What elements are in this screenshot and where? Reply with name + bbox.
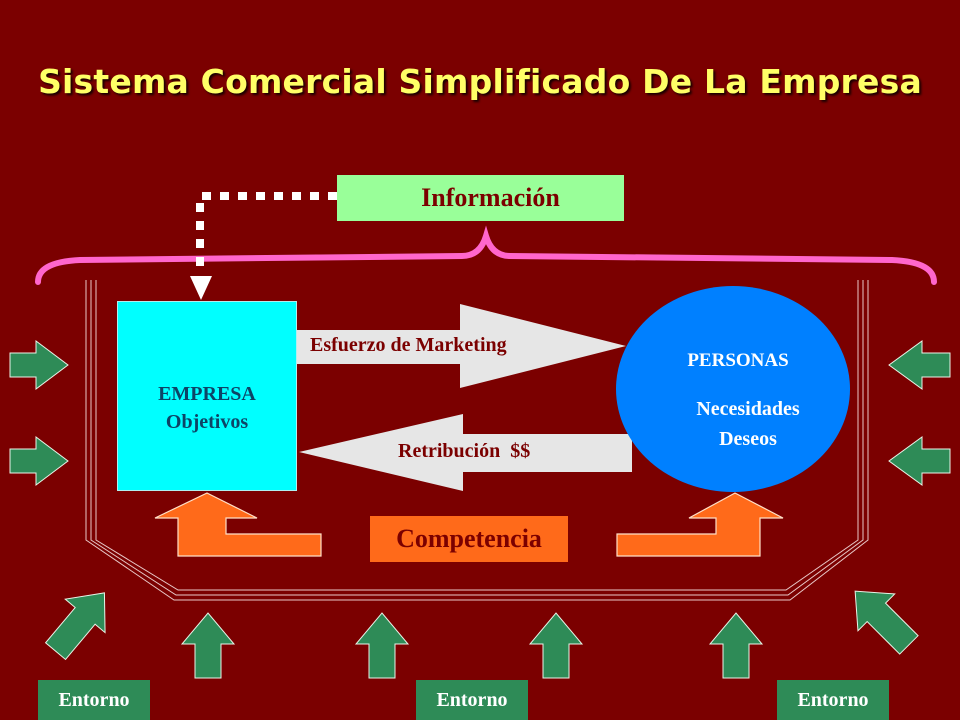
info-feedback-arrowhead xyxy=(190,276,212,300)
environment-arrow-bottom-1 xyxy=(180,612,236,679)
people-title: PERSONAS xyxy=(687,350,789,371)
environment-label-center: Entorno xyxy=(416,680,528,720)
information-box: Información xyxy=(337,175,624,221)
brace-shape xyxy=(35,225,937,285)
competition-arrow-left xyxy=(154,492,322,557)
environment-label-left: Entorno xyxy=(38,680,150,720)
environment-arrow-bottom-4 xyxy=(708,612,764,679)
company-title: EMPRESA xyxy=(158,383,256,405)
people-attributes: Necesidades Deseos xyxy=(668,394,828,454)
competition-arrow-right xyxy=(616,492,784,557)
environment-arrow-right-1 xyxy=(888,340,951,390)
payment-label: Retribución $$ xyxy=(398,440,531,462)
environment-label-right: Entorno xyxy=(777,680,889,720)
company-objectives: Objetivos xyxy=(165,411,249,433)
marketing-effort-label: Esfuerzo de Marketing xyxy=(310,334,507,356)
environment-arrow-diagonal-right xyxy=(854,590,919,655)
environment-arrow-bottom-2 xyxy=(354,612,410,679)
competition-box: Competencia xyxy=(370,516,568,562)
marketing-effort-arrow xyxy=(297,304,626,388)
environment-arrow-left-2 xyxy=(9,436,69,486)
system-boundary xyxy=(85,280,869,601)
company-box: EMPRESA Objetivos xyxy=(117,301,297,491)
competition-label: Competencia xyxy=(396,524,542,553)
payment-arrow xyxy=(299,414,632,491)
company-text: EMPRESA Objetivos xyxy=(118,380,296,436)
people-needs: Necesidades xyxy=(696,398,800,420)
environment-arrow-bottom-3 xyxy=(528,612,584,679)
info-feedback-line xyxy=(196,192,337,274)
information-label: Información xyxy=(421,183,560,212)
page-title: Sistema Comercial Simplificado De La Emp… xyxy=(38,62,922,101)
people-desires: Deseos xyxy=(719,428,777,450)
people-ellipse xyxy=(616,286,850,492)
environment-arrow-left-1 xyxy=(9,340,69,390)
environment-arrow-right-2 xyxy=(888,436,951,486)
environment-arrow-diagonal-left xyxy=(44,592,106,661)
